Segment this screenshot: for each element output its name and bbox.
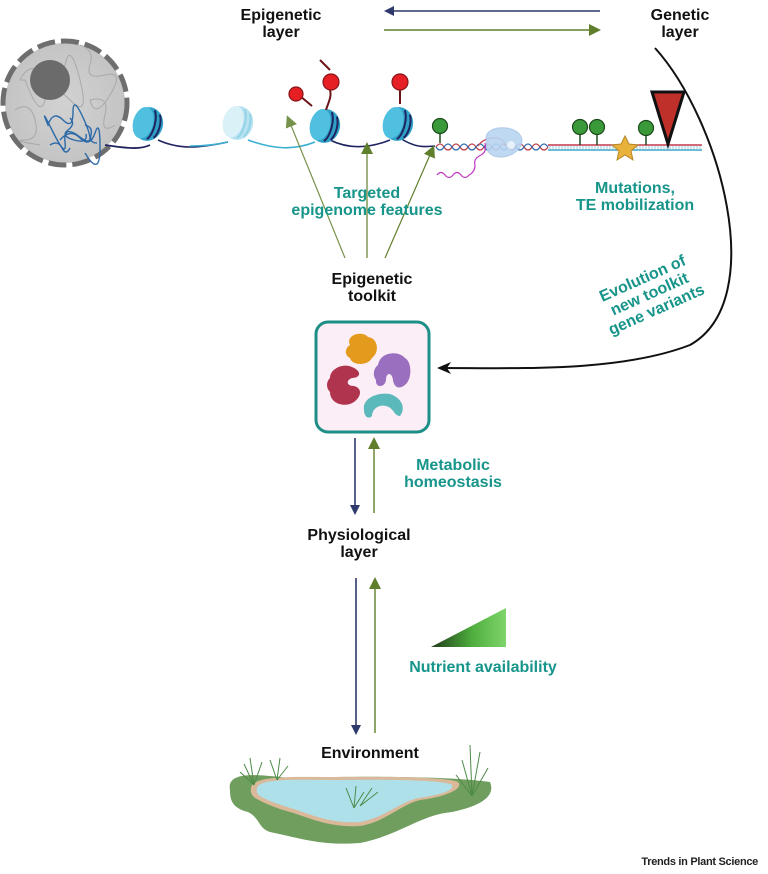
nutrient-gradient-icon — [431, 608, 506, 647]
targeting-arrows — [285, 115, 435, 259]
metabolic-homeostasis-label: Metabolic homeostasis — [398, 457, 508, 492]
physiological-layer-label: Physiological layer — [296, 527, 422, 562]
label-line: toolkit — [348, 287, 396, 305]
label-line: Physiological — [307, 527, 411, 544]
dna-methylation-mark-icon — [637, 119, 655, 145]
label-line: Environment — [321, 745, 419, 762]
epigenetic-layer-label: Epigenetic layer — [226, 7, 336, 42]
rna-polymerase-icon — [485, 127, 523, 158]
label-line: Mutations, — [595, 180, 675, 197]
label-line: layer — [661, 23, 699, 41]
methylation-lollipop-icon — [319, 59, 340, 111]
rna-transcript — [436, 142, 487, 179]
dna-methylation-mark-icon — [571, 118, 589, 145]
transposon-triangle-icon — [649, 90, 687, 150]
label-line: Nutrient availability — [409, 659, 557, 676]
mutations-label: Mutations, TE mobilization — [560, 180, 710, 215]
targeted-features-label: Targeted epigenome features — [282, 185, 452, 220]
label-line: TE mobilization — [575, 196, 695, 214]
epigenetic-toolkit-box — [314, 320, 431, 434]
epigenetic-toolkit-label: Epigenetic toolkit — [312, 271, 432, 306]
cell-nucleus-icon — [0, 38, 130, 168]
mutation-star-icon — [610, 134, 640, 162]
journal-credit: Trends in Plant Science — [641, 856, 758, 868]
environment-label: Environment — [310, 745, 430, 763]
label-line: Epigenetic — [240, 7, 322, 24]
label-line: Epigenetic — [331, 271, 413, 288]
pond-environment-icon — [229, 744, 492, 844]
label-line: layer — [340, 543, 378, 561]
nucleosome-icon — [309, 109, 341, 143]
nucleosome-icon — [222, 106, 254, 140]
methylation-lollipop-icon — [288, 86, 313, 107]
label-line: homeostasis — [404, 473, 502, 491]
label-line: layer — [262, 23, 300, 41]
label-line: epigenome features — [291, 201, 443, 219]
nutrient-availability-label: Nutrient availability — [398, 659, 568, 677]
dna-methylation-mark-icon — [431, 117, 449, 143]
label-line: Genetic — [650, 7, 710, 24]
methylation-lollipop-icon — [391, 73, 409, 104]
nucleosome-icon — [132, 107, 164, 141]
dna-methylation-mark-icon — [588, 118, 606, 145]
evolution-curve-arrow — [437, 47, 733, 375]
enzyme-protein-icon — [327, 333, 411, 418]
label-line: Targeted — [333, 185, 401, 202]
genetic-layer-label: Genetic layer — [640, 7, 720, 42]
nucleosome-icon — [382, 107, 414, 141]
label-line: Metabolic — [416, 457, 490, 474]
chromatin-fiber — [104, 137, 436, 149]
